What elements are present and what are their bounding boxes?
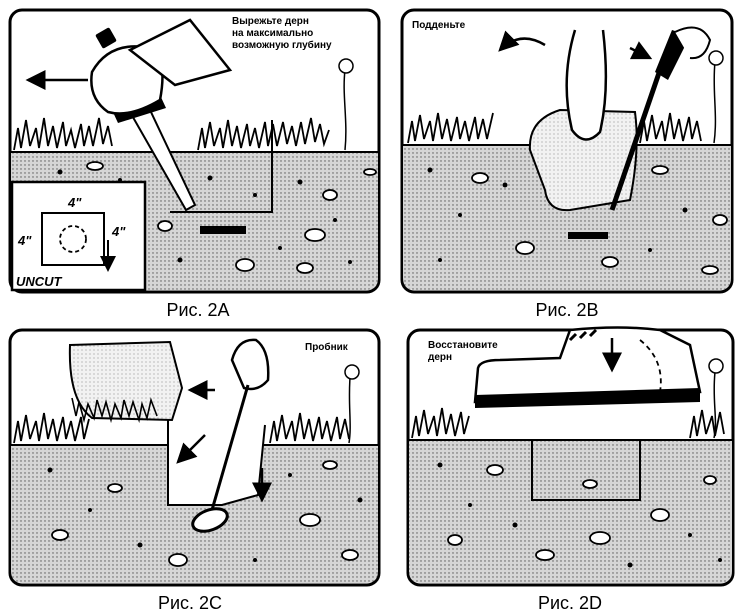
panel-2d-note-line-2: дерн [428, 352, 452, 363]
panel-2a-note-line-3: возможную глубину [232, 39, 332, 51]
flower-icon [345, 365, 359, 379]
inset-label-left: 4" [17, 233, 32, 248]
panel-2c-note: Пробник [305, 341, 349, 353]
panel-2d-soil [409, 440, 732, 583]
inset-label-top: 4" [67, 195, 82, 210]
panel-2a-note-line-1: Вырежьте дерн [232, 16, 309, 27]
panel-2d-note-line-1: Восстановите [428, 340, 498, 351]
inset-label-bottom: UNCUT [16, 274, 63, 289]
flower-icon [339, 59, 353, 73]
inset-label-right: 4" [111, 224, 126, 239]
buried-object [200, 226, 246, 234]
panel-2d-caption: Рис. 2D [538, 593, 602, 613]
panel-2b-note: Подденьте [412, 20, 466, 31]
panel-2c-caption: Рис. 2C [158, 593, 222, 613]
panel-2a: 4" 4" 4" UNCUT Вырежьте дерн на максимал… [10, 10, 379, 320]
panel-2a-note-line-2: на максимально [232, 28, 313, 39]
finger-icon [567, 30, 606, 140]
panel-2b-caption: Рис. 2B [535, 300, 598, 320]
flower-icon [709, 51, 723, 65]
flower-icon [709, 359, 723, 373]
panel-2c: Пробник Рис. 2C [10, 330, 379, 613]
buried-object [568, 232, 608, 239]
panel-2d: Восстановите дерн Рис. 2D [408, 328, 733, 614]
panel-2a-caption: Рис. 2A [166, 300, 229, 320]
panel-2b: Подденьте Рис. 2B [402, 10, 732, 320]
